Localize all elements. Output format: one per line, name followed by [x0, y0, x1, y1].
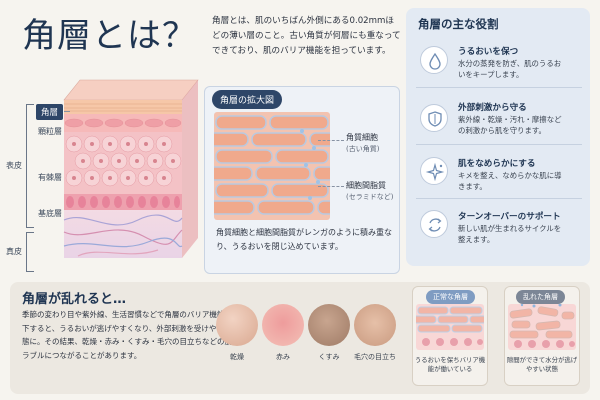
callout-corneocyte: 角質細胞(古い角質) [346, 133, 380, 153]
intro-text: 角層とは、肌のいちばん外側にある0.02mmほどの薄い層のこと。古い角質が何層に… [212, 16, 401, 56]
label-spinous-layer: 有棘層 [38, 173, 62, 182]
dryness-skin-image [216, 304, 258, 346]
normal-tag: 正常な角層 [426, 290, 475, 304]
disordered-caption: 隙間ができて水分が逃げやすい状態 [506, 356, 578, 373]
condition-label: 毛穴の目立ち [354, 353, 396, 361]
role-title: ターンオーバーのサポート [458, 212, 561, 222]
condition-label: 赤み [276, 353, 290, 361]
callout-intercellular-lipid: 細胞間脂質(セラミドなど) [346, 181, 394, 201]
disorder-panel [10, 282, 590, 394]
disordered-stratum-illustration [508, 304, 576, 350]
brick-structure-illustration [214, 112, 330, 220]
shield-icon [420, 104, 448, 132]
disordered-tag: 乱れた角層 [516, 290, 565, 304]
role-title: 肌をなめらかにする [458, 159, 536, 169]
disorder-heading: 角層が乱れると… [22, 292, 127, 307]
label-stratum-corneum: 角層 [36, 104, 64, 120]
role-description: 水分の蒸発を防ぎ、肌のうるおいをキープします。 [458, 59, 562, 79]
label-granular-layer: 顆粒層 [38, 127, 62, 136]
normal-caption: うるおいを保ちバリア機能が働いている [414, 356, 486, 373]
page-title: 角層とは？ [22, 16, 197, 56]
normal-stratum-illustration [416, 304, 484, 350]
dullness-skin-image [308, 304, 350, 346]
roles-heading: 角層の主な役割 [418, 17, 499, 31]
role-description: 紫外線・乾燥・汚れ・摩擦などの刺激から肌を守ります。 [458, 115, 562, 135]
pores-skin-image [354, 304, 396, 346]
condition-label: 乾燥 [230, 353, 244, 361]
zoom-panel-title: 角層の拡大図 [212, 90, 283, 109]
zoom-caption: 角質細胞と細胞間脂質がレンガのように積み重なり、うるおいを閉じ込めています。 [216, 228, 392, 251]
disorder-text: 季節の変わり目や紫外線、生活習慣などで角層のバリア機能が低下すると、うるおいが逃… [22, 310, 240, 360]
condition-label: くすみ [318, 353, 340, 361]
role-description: キメを整え、なめらかな肌に導きます。 [458, 171, 562, 191]
sparkle-icon [420, 157, 448, 185]
role-title: うるおいを保つ [458, 47, 519, 57]
dermis-bracket [26, 232, 34, 272]
label-epidermis: 表皮 [6, 161, 22, 170]
skin-cross-section-illustration [63, 79, 199, 258]
epidermis-bracket [26, 104, 34, 228]
role-title: 外部刺激から守る [458, 103, 527, 113]
label-basal-layer: 基底層 [38, 209, 62, 218]
water-drop-icon [420, 46, 448, 74]
cycle-arrows-icon [420, 210, 448, 238]
redness-skin-image [262, 304, 304, 346]
label-dermis: 真皮 [6, 247, 22, 256]
role-description: 新しい肌が生まれるサイクルを整えます。 [458, 224, 562, 244]
